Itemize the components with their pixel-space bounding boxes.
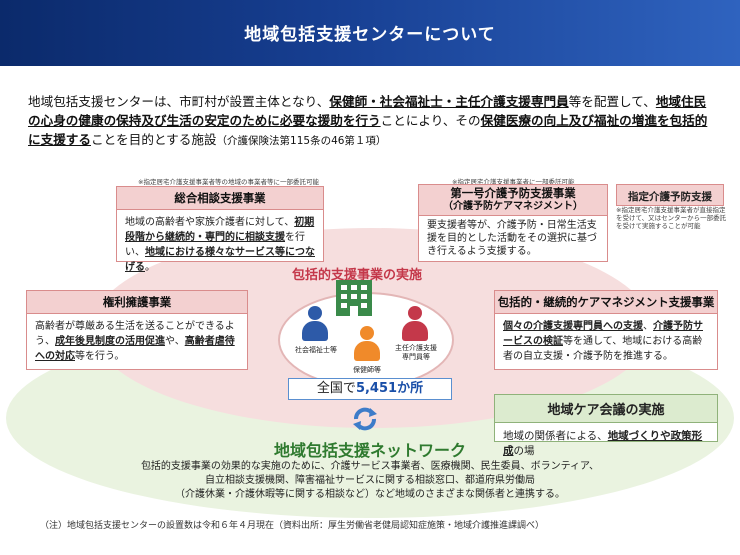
intro-emphasis: 地域住民の心身の健康の保持及び生活の安定のために必要な援助を行う — [28, 94, 707, 128]
body-emphasis: 成年後見制度の活用促進 — [55, 336, 165, 347]
rights-protection-header: 権利擁護事業 — [27, 291, 247, 314]
note-left: ※指定居宅介護支援事業者等の地域の事業者等に一部委託可能 — [138, 178, 319, 186]
care-management-header: 包括的・継続的ケアマネジメント支援事業 — [495, 291, 717, 314]
network-title: 地域包括支援ネットワーク — [273, 441, 466, 460]
page-title: 地域包括支援センターについて — [244, 25, 496, 45]
intro-text: ことにより、その — [380, 113, 481, 128]
intro-text: 等を配置して、 — [568, 94, 656, 109]
body-text: の場 — [513, 445, 535, 457]
note-right: ※指定居宅介護支援事業者が直接指定を受けて、又はセンターから一部委託を受けて実施… — [616, 206, 727, 230]
footnote: （注）地域包括支援センターの設置数は令和６年４月現在（資料出所：厚生労働省老健局… — [40, 521, 545, 531]
care-management-body: 個々の介護支援専門員への支援、介護予防サービスの検証等を通して、地域における高齢… — [495, 314, 717, 369]
prevention-header: 第一号介護予防支援事業 （介護予防ケアマネジメント） — [419, 185, 607, 216]
body-emphasis: 高齢者虐待への対応 — [35, 336, 235, 362]
body-emphasis: 初期段階から継続的・専門的に相談支援 — [125, 217, 315, 243]
nurse-label: 保健師等 — [353, 366, 381, 374]
general-consultation-body: 地域の高齢者や家族介護者に対して、初期段階から継続的・専門的に相談支援を行い、地… — [117, 210, 323, 280]
intro-text: ことを目的とする施設 — [90, 132, 217, 147]
body-text: や、 — [165, 336, 185, 347]
network-line: 自立相談支援機関、障害福祉サービスに関する相談窓口、都道府県労働局 — [205, 475, 535, 486]
intro-emphasis: 保健師・社会福祉士・主任介護支援専門員 — [329, 94, 569, 109]
body-text: 等を行う。 — [75, 351, 125, 362]
body-text: 、 — [643, 321, 653, 332]
community-care-meeting-box: 地域ケア会議の実施 地域の関係者による、地域づくりや政策形成の場 — [494, 394, 718, 457]
count-suffix: か所 — [397, 381, 424, 396]
social-worker-icon — [300, 306, 330, 346]
nurse-icon — [352, 326, 382, 366]
intro-emphasis: 保健医療の向上及び福祉の増進を包括的に支援する — [28, 113, 708, 147]
network-description: 包括的支援事業の効果的な実施のために、介護サービス事業者、医療機関、民生委員、ボ… — [140, 460, 600, 502]
community-care-meeting-body: 地域の関係者による、地域づくりや政策形成の場 — [495, 423, 717, 463]
intro-paragraph: 地域包括支援センターは、市町村が設置主体となり、保健師・社会福祉士・主任介護支援… — [28, 92, 718, 151]
care-manager-label: 主任介護支援専門員等 — [395, 344, 437, 361]
care-manager-icon — [400, 306, 430, 346]
body-emphasis: 地域における様々なサービス等につなげる — [125, 247, 315, 273]
prevention-box: 第一号介護予防支援事業 （介護予防ケアマネジメント） 要支援者等が、介護予防・日… — [418, 184, 608, 262]
body-text: 高齢者が尊厳ある生活を送ることができるよう、 — [35, 321, 235, 347]
network-line: （介護休業・介護休暇等に関する相談など）など地域のさまざまな関係者と連携する。 — [175, 489, 565, 500]
care-management-box: 包括的・継続的ケアマネジメント支援事業 個々の介護支援専門員への支援、介護予防サ… — [494, 290, 718, 370]
general-consultation-header: 総合相談支援事業 — [117, 187, 323, 210]
rights-protection-body: 高齢者が尊厳ある生活を送ることができるよう、成年後見制度の活用促進や、高齢者虐待… — [27, 314, 247, 369]
prevention-header-subtitle: （介護予防ケアマネジメント） — [443, 201, 583, 212]
network-line: 包括的支援事業の効果的な実施のために、介護サービス事業者、医療機関、民生委員、ボ… — [140, 461, 600, 472]
cycle-arrows-icon — [353, 407, 377, 431]
social-worker-label: 社会福祉士等 — [295, 346, 337, 354]
count-prefix: 全国で — [316, 381, 356, 396]
designated-prevention-box: 指定介護予防支援 — [616, 184, 724, 206]
body-emphasis: 介護予防サービスの検証 — [503, 321, 703, 347]
intro-text: 地域包括支援センターは、市町村が設置主体となり、 — [28, 94, 330, 109]
building-icon — [336, 280, 372, 316]
body-text: 地域の関係者による、 — [503, 430, 608, 442]
body-text: 地域の高齢者や家族介護者に対して、 — [125, 217, 295, 228]
note-mid: ※指定居宅介護支援事業者に一部委託可能 — [452, 178, 575, 186]
prevention-header-title: 第一号介護予防支援事業 — [450, 186, 576, 200]
body-text: を行い、 — [125, 232, 305, 258]
community-care-meeting-header: 地域ケア会議の実施 — [495, 395, 717, 423]
rights-protection-box: 権利擁護事業 高齢者が尊厳ある生活を送ることができるよう、成年後見制度の活用促進… — [26, 290, 248, 370]
general-consultation-box: 総合相談支援事業 地域の高齢者や家族介護者に対して、初期段階から継続的・専門的に… — [116, 186, 324, 273]
body-text: 。 — [145, 262, 155, 273]
center-count: 5,451 — [355, 381, 398, 396]
body-text: 等を通して、地域における高齢者の自立支援・介護予防を推進する。 — [503, 336, 703, 362]
intro-law-reference: （介護保険法第115条の46第１項） — [216, 135, 387, 147]
body-emphasis: 個々の介護支援専門員への支援 — [503, 321, 643, 332]
center-count-box: 全国で5,451か所 — [288, 378, 452, 400]
implementation-label: 包括的支援事業の実施 — [292, 268, 423, 283]
prevention-body: 要支援者等が、介護予防・日常生活支援を目的とした活動をその選択に基づき行えるよう… — [427, 220, 597, 257]
title-bar: 地域包括支援センターについて — [0, 0, 740, 66]
body-emphasis: 地域づくりや政策形成 — [503, 430, 703, 457]
